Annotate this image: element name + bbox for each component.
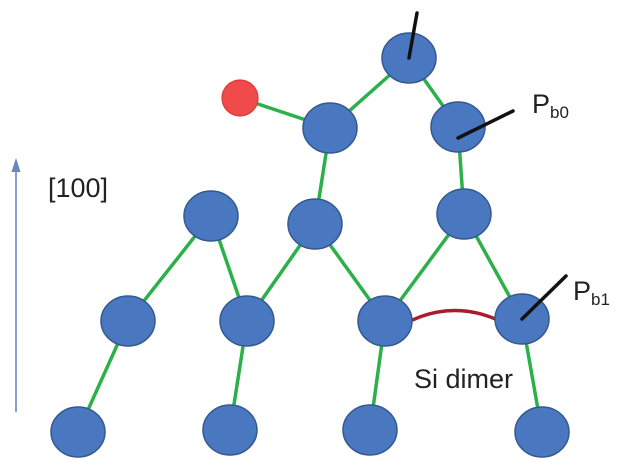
pb0-label: Pb0 [532,89,569,122]
si-atom [100,295,156,347]
dangling-bond [456,109,515,140]
si-atom [342,404,398,456]
si-atom [287,198,343,250]
adsorbate-atom [221,79,259,117]
si-atom [50,406,106,458]
si-atom [430,101,486,153]
direction-label: [100] [48,173,108,203]
si-atom [514,406,570,458]
si-atom [219,295,275,347]
si-atom [202,404,258,456]
si-atom [302,102,358,154]
si-atom [436,188,492,240]
pb1-label: Pb1 [573,276,610,309]
direction-arrow [11,158,21,412]
dangling-bond [407,11,419,60]
si-dimer-label: Si dimer [414,364,513,394]
dangling-bonds [407,11,568,321]
si-atom [183,190,239,242]
dangling-bond [520,274,568,321]
si-atom [357,295,413,347]
